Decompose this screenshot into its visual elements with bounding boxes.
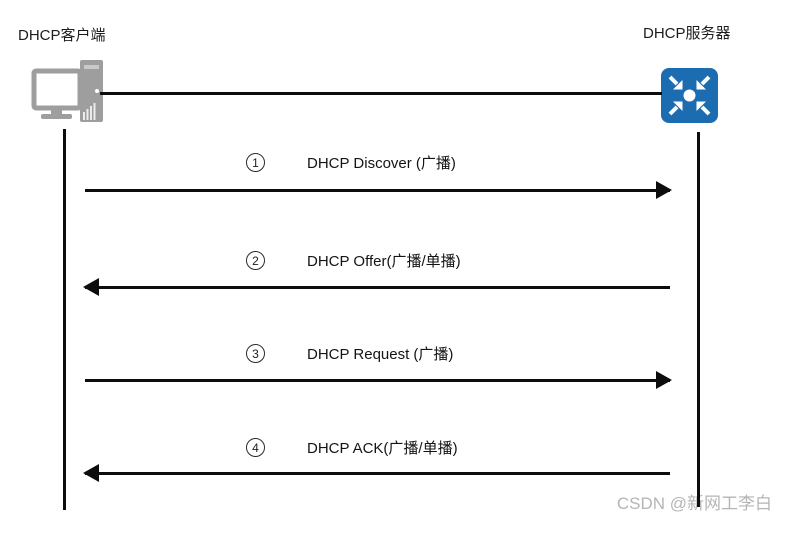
client-title: DHCP客户端 xyxy=(18,27,106,44)
message-arrow-4 xyxy=(83,463,672,483)
arrow-head-left-icon xyxy=(83,278,99,296)
message-arrow-3 xyxy=(83,370,672,390)
arrow-shaft xyxy=(85,471,670,475)
message-number-badge: 1 xyxy=(246,153,265,172)
message-label-4: 4 DHCP ACK(广播/单播) xyxy=(246,437,458,458)
message-text: DHCP Discover (广播) xyxy=(307,155,456,172)
arrow-shaft xyxy=(85,188,670,192)
arrow-shaft xyxy=(85,378,670,382)
server-lifeline xyxy=(697,132,700,507)
message-label-2: 2 DHCP Offer(广播/单播) xyxy=(246,250,461,271)
message-number-badge: 3 xyxy=(246,344,265,363)
arrow-head-left-icon xyxy=(83,464,99,482)
csdn-watermark: CSDN @新网工李白 xyxy=(616,494,772,513)
switch-icon xyxy=(661,68,718,128)
client-server-link-line xyxy=(100,92,662,95)
client-lifeline xyxy=(63,129,66,510)
arrow-shaft xyxy=(85,285,670,289)
message-arrow-2 xyxy=(83,277,672,297)
server-title: DHCP服务器 xyxy=(643,25,731,42)
message-number-badge: 4 xyxy=(246,438,265,457)
message-text: DHCP Request (广播) xyxy=(307,346,454,363)
arrow-head-right-icon xyxy=(656,371,672,389)
message-label-3: 3 DHCP Request (广播) xyxy=(246,343,453,364)
message-arrow-1 xyxy=(83,180,672,200)
message-text: DHCP ACK(广播/单播) xyxy=(307,440,458,457)
message-label-1: 1 DHCP Discover (广播) xyxy=(246,152,456,173)
arrow-head-right-icon xyxy=(656,181,672,199)
message-number-badge: 2 xyxy=(246,251,265,270)
message-text: DHCP Offer(广播/单播) xyxy=(307,253,461,270)
computer-icon xyxy=(30,58,110,135)
